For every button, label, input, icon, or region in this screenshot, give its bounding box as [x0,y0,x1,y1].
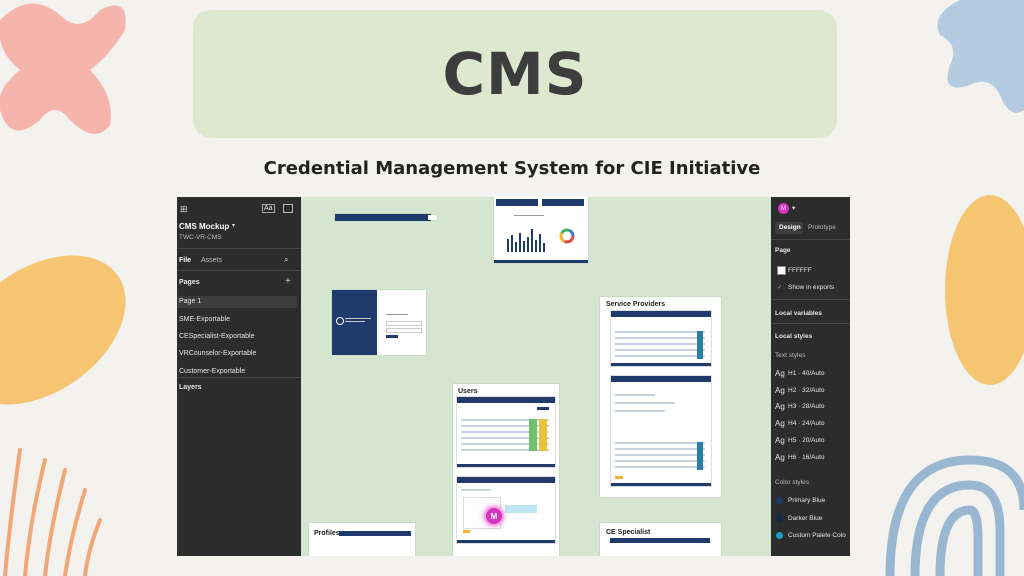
text-style-item[interactable]: H2 · 32/Auto [788,386,825,394]
check-icon[interactable]: ✓ [777,284,783,291]
bar-chart-thumbnail [507,229,545,252]
frame-header-bar[interactable] [335,214,431,221]
slide-title: CMS [442,40,588,108]
decorative-orange-blob-right [945,195,1024,385]
chevron-down-icon[interactable]: ▾ [232,223,236,229]
local-variables-label[interactable]: Local variables [775,310,822,317]
chevron-down-icon[interactable]: ▾ [792,205,796,212]
decorative-blue-arches [885,455,1024,576]
page-item[interactable]: SME-Exportable [179,316,230,323]
decorative-orange-blob-left [0,255,126,405]
project-name: TWC-VR-CMS [179,234,222,241]
pages-heading: Pages [179,279,200,286]
page-item[interactable]: Page 1 [179,298,202,305]
tab-assets[interactable]: Assets [201,257,223,264]
text-style-preview: Ag [775,385,785,395]
figma-screenshot: ⊞ Aa CMS Mockup ▾ TWC-VR-CMS File Assets… [177,197,850,556]
page-item[interactable]: CESpecialist-Exportable [179,333,255,340]
user-avatar[interactable]: M [778,203,789,214]
file-name[interactable]: CMS Mockup [179,222,230,231]
page-color-swatch[interactable] [777,266,786,275]
text-style-preview: Ag [775,452,785,462]
decorative-orange-stripes [3,448,102,576]
tab-design-active[interactable] [775,222,803,234]
page-item[interactable]: VRCounselor-Exportable [179,350,257,357]
text-style-item[interactable]: H5 · 20/Auto [788,436,825,444]
frame-label-ce-specialist: CE Specialist [606,529,651,536]
frame-dashboard[interactable] [494,197,588,263]
collaborator-initial: M [490,511,498,521]
collaborator-cursor-avatar: M [484,506,504,526]
figma-right-panel: M ▾ Design Prototype Page FFFFFF ✓ Show … [771,197,850,556]
text-style-preview: Ag [775,419,785,429]
color-style-swatch [776,514,783,522]
decorative-blue-shape [937,0,1024,113]
tab-design[interactable]: Design [779,224,801,231]
frame-label-users: Users [458,388,478,395]
tab-prototype[interactable]: Prototype [808,224,836,231]
page-color-value[interactable]: FFFFFF [788,267,812,274]
frame-label-profiles: Profiles [314,530,340,537]
title-banner: CMS [193,10,837,138]
text-style-item[interactable]: H3 · 28/Auto [788,403,825,411]
frame-ce-specialist[interactable]: CE Specialist [600,523,721,556]
color-style-item[interactable]: Primary Blue [788,497,826,504]
frame-login[interactable] [332,290,426,355]
text-style-item[interactable]: H4 · 24/Auto [788,420,825,428]
page-section-heading: Page [775,247,791,254]
text-tool-icon[interactable]: Aa [262,204,275,213]
page-item[interactable]: Customer-Exportable [179,368,246,375]
donut-chart-thumbnail [559,228,575,244]
text-style-item[interactable]: H1 · 40/Auto [788,370,825,377]
color-style-swatch [776,497,783,504]
figma-left-panel: ⊞ Aa CMS Mockup ▾ TWC-VR-CMS File Assets… [177,197,301,556]
page-item-selected[interactable] [177,296,297,308]
color-style-swatch [776,532,783,539]
color-style-item[interactable]: Darker Blue [788,514,823,522]
local-styles-label: Local styles [775,333,813,340]
sidebar-toggle-icon[interactable] [283,204,293,213]
frame-small-tag[interactable] [428,215,437,220]
figma-menu-icon[interactable]: ⊞ [180,204,188,214]
figma-canvas[interactable]: Service Providers [301,197,771,556]
tab-file[interactable]: File [179,257,192,264]
decorative-pink-x-shape [0,3,126,134]
slide-subtitle: Credential Management System for CIE Ini… [263,158,761,179]
frame-service-providers[interactable]: Service Providers [600,297,721,497]
text-style-item[interactable]: H6 · 16/Auto [788,453,825,461]
color-styles-heading: Color styles [775,479,809,486]
search-icon[interactable]: ⌕ [284,255,289,264]
text-style-preview: Ag [775,369,785,378]
text-styles-heading: Text styles [775,352,806,359]
color-style-item[interactable]: Custom Palete Colo [788,532,846,539]
frame-users[interactable]: Users [453,384,559,556]
layers-heading: Layers [179,384,202,391]
text-style-preview: Ag [775,402,785,412]
show-in-exports-label: Show in exports [788,284,835,291]
user-avatar-initial: M [781,205,786,212]
text-style-preview: Ag [775,435,785,445]
frame-profiles[interactable]: Profiles [309,523,415,556]
add-page-icon[interactable]: + [285,276,291,287]
frame-label-service-providers: Service Providers [606,301,666,308]
